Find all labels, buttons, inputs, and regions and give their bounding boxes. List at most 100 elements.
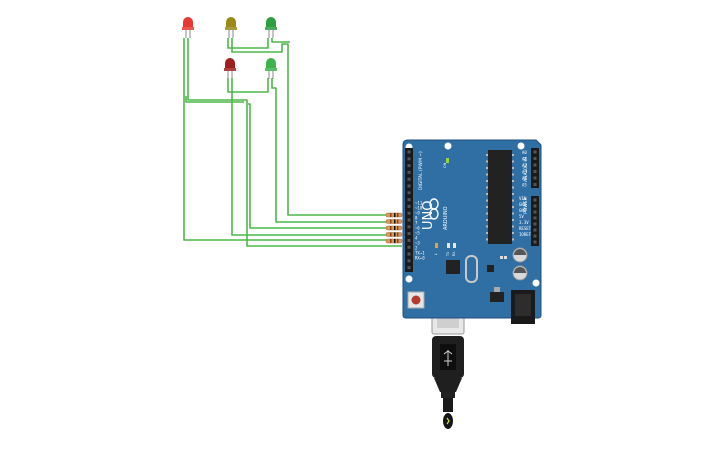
digital-pin-label: 7 bbox=[415, 221, 418, 226]
analog-pin[interactable] bbox=[533, 176, 537, 180]
resistor[interactable] bbox=[385, 238, 403, 244]
usb-chip bbox=[446, 260, 460, 274]
digital-pin-label: ~10 bbox=[415, 206, 423, 211]
led-green-top[interactable] bbox=[265, 17, 277, 38]
power-pin[interactable] bbox=[533, 234, 537, 238]
digital-pin-label: 8 bbox=[415, 216, 418, 221]
power-pin-label: IOREF bbox=[519, 232, 532, 237]
digital-header bbox=[405, 148, 413, 272]
wire-6[interactable] bbox=[227, 78, 269, 93]
wire-8[interactable] bbox=[271, 78, 402, 223]
wire-2[interactable] bbox=[187, 38, 402, 247]
analog-pin[interactable] bbox=[533, 170, 537, 173]
power-led bbox=[446, 158, 449, 163]
digital-pin-label: ~6 bbox=[415, 226, 420, 231]
header-pin[interactable] bbox=[407, 198, 411, 202]
led-red-bottom[interactable] bbox=[224, 58, 236, 79]
power-pin[interactable] bbox=[533, 216, 537, 220]
power-label: POWER bbox=[523, 197, 529, 214]
power-pin[interactable] bbox=[533, 240, 537, 244]
resistors bbox=[385, 212, 403, 244]
smd-part bbox=[504, 256, 507, 259]
header-pin[interactable] bbox=[407, 150, 411, 154]
header-pin[interactable] bbox=[407, 184, 411, 188]
led-yellow-top[interactable] bbox=[225, 17, 237, 38]
wire-7[interactable] bbox=[231, 78, 402, 236]
power-pin[interactable] bbox=[533, 222, 537, 226]
header-pin[interactable] bbox=[407, 259, 411, 263]
analog-pin-label: A2 bbox=[522, 163, 527, 168]
board-brand: ARDUINO bbox=[443, 206, 449, 230]
small-chip bbox=[487, 265, 494, 272]
mount-hole bbox=[405, 275, 413, 283]
digital-label: DIGITAL (PWM ~) bbox=[418, 151, 424, 190]
analog-pin-label: A5 bbox=[522, 183, 527, 188]
power-pin-label: VIN bbox=[519, 196, 527, 201]
resistor[interactable] bbox=[385, 219, 403, 224]
mount-hole bbox=[532, 279, 540, 287]
tx-led-label: TX bbox=[446, 251, 450, 257]
analog-in-label: ANALOG IN bbox=[523, 157, 529, 182]
header-pin[interactable] bbox=[407, 164, 411, 168]
header-pin[interactable] bbox=[407, 232, 411, 236]
wire-4[interactable] bbox=[231, 38, 402, 216]
l-led bbox=[435, 243, 438, 248]
wire-5[interactable] bbox=[271, 38, 290, 43]
analog-pin[interactable] bbox=[533, 163, 537, 167]
wire-1[interactable] bbox=[183, 38, 402, 241]
leds bbox=[182, 17, 277, 79]
mount-hole bbox=[517, 142, 525, 150]
analog-header bbox=[531, 148, 539, 188]
resistor[interactable] bbox=[385, 212, 403, 218]
power-pin-label: 5V bbox=[519, 214, 524, 219]
header-pin[interactable] bbox=[407, 177, 411, 181]
header-pin[interactable] bbox=[407, 266, 411, 270]
digital-pin-label: 2 bbox=[415, 246, 418, 251]
wire-3[interactable] bbox=[227, 38, 269, 49]
header-pin[interactable] bbox=[407, 157, 411, 161]
header-pin[interactable] bbox=[407, 204, 411, 208]
header-pin[interactable] bbox=[407, 238, 411, 242]
power-pin-label: 3.3V bbox=[519, 220, 529, 225]
power-pin[interactable] bbox=[533, 210, 537, 214]
analog-pin-label: A3 bbox=[522, 170, 527, 175]
header-pin[interactable] bbox=[407, 225, 411, 229]
power-pin[interactable] bbox=[533, 198, 537, 202]
power-pin[interactable] bbox=[533, 228, 537, 232]
header-pin[interactable] bbox=[407, 170, 411, 174]
analog-pin[interactable] bbox=[533, 157, 537, 160]
analog-pin[interactable] bbox=[533, 150, 537, 154]
analog-pin-label: A1 bbox=[522, 157, 527, 162]
analog-pin-label: A4 bbox=[522, 176, 527, 181]
digital-pin-label: ~9 bbox=[415, 211, 420, 216]
l-led-label: L bbox=[434, 253, 438, 255]
led-red-top[interactable] bbox=[182, 17, 194, 38]
header-pin[interactable] bbox=[407, 252, 411, 256]
led-green-bottom[interactable] bbox=[265, 58, 277, 79]
digital-pin-label: RX←0 bbox=[415, 256, 425, 261]
analog-pin[interactable] bbox=[533, 183, 537, 186]
header-pin[interactable] bbox=[407, 191, 411, 195]
digital-pin-label: ~3 bbox=[415, 241, 420, 246]
voltage-regulator bbox=[490, 292, 504, 302]
digital-pin-label: 4 bbox=[415, 236, 418, 241]
rx-led-label: RX bbox=[452, 251, 456, 256]
header-pin[interactable] bbox=[407, 245, 411, 249]
power-pin-label: GND bbox=[519, 202, 527, 207]
rx-led bbox=[453, 243, 456, 248]
power-pin-label: RESET bbox=[519, 226, 532, 231]
resistor[interactable] bbox=[385, 232, 403, 237]
tx-led bbox=[447, 243, 450, 248]
wire-10[interactable] bbox=[185, 96, 244, 103]
atmega-chip bbox=[488, 150, 512, 244]
reset-button-cap[interactable] bbox=[411, 295, 421, 305]
power-pin[interactable] bbox=[533, 204, 537, 208]
power-pin-label: GND bbox=[519, 208, 527, 213]
header-pin[interactable] bbox=[407, 211, 411, 215]
header-pin[interactable] bbox=[407, 218, 411, 222]
resistor[interactable] bbox=[385, 225, 403, 231]
mount-hole bbox=[444, 142, 452, 150]
wire-9[interactable] bbox=[248, 103, 402, 229]
